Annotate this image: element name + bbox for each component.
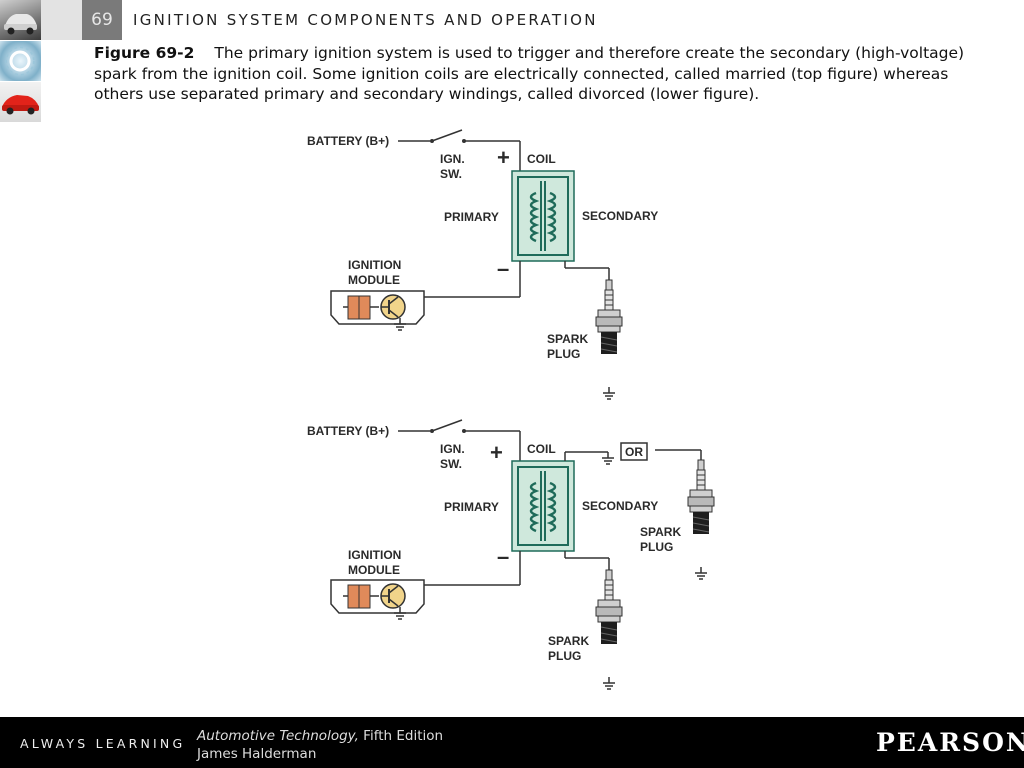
module-label: IGNITION — [348, 548, 401, 562]
book-title: Automotive Technology, Fifth Edition — [197, 728, 443, 744]
book-title-text: Automotive Technology, — [197, 728, 359, 744]
author: James Halderman — [197, 746, 317, 762]
spark-plug-label: PLUG — [548, 649, 581, 663]
car-thumbnail-icon — [0, 0, 41, 40]
primary-label: PRIMARY — [444, 500, 499, 514]
minus-sign: – — [497, 544, 509, 569]
module-label: MODULE — [348, 563, 400, 577]
battery-label: BATTERY (B+) — [307, 134, 389, 148]
publisher-logo: PEARSON — [876, 728, 1024, 757]
coil-label: COIL — [527, 442, 556, 456]
module-label: MODULE — [348, 273, 400, 287]
ign-sw-label: IGN. — [440, 442, 465, 456]
secondary-label: SECONDARY — [582, 209, 658, 223]
spark-plug-label: SPARK — [640, 525, 681, 539]
ign-sw-label: IGN. — [440, 152, 465, 166]
ign-sw-label: SW. — [440, 457, 462, 471]
ignition-diagrams: BATTERY (B+) IGN. SW. + COIL PRIMARY SEC… — [307, 129, 715, 690]
footer-slogan: ALWAYS LEARNING — [20, 736, 186, 751]
or-label: OR — [625, 445, 643, 459]
spark-plug-label: PLUG — [547, 347, 580, 361]
ign-sw-label: SW. — [440, 167, 462, 181]
battery-label: BATTERY (B+) — [307, 424, 389, 438]
plus-sign: + — [490, 440, 503, 465]
divorced-coil-diagram: BATTERY (B+) IGN. SW. + COIL PRIMARY SEC… — [307, 419, 715, 690]
or-box — [620, 442, 648, 461]
married-coil-diagram: BATTERY (B+) IGN. SW. + COIL PRIMARY SEC… — [307, 129, 658, 400]
secondary-label: SECONDARY — [582, 499, 658, 513]
coil-label: COIL — [527, 152, 556, 166]
switch-icon — [431, 129, 463, 142]
spark-plug-label: SPARK — [547, 332, 588, 346]
figure-label: Figure 69-2 — [94, 44, 195, 62]
switch-icon — [431, 419, 463, 432]
book-edition: Fifth Edition — [358, 728, 444, 744]
caption-text: The primary ignition system is used to t… — [94, 44, 965, 103]
plus-sign: + — [497, 145, 510, 170]
spark-plug-label: SPARK — [548, 634, 589, 648]
header-thumbnails — [0, 0, 41, 122]
slide-title: IGNITION SYSTEM COMPONENTS AND OPERATION — [133, 11, 598, 29]
chapter-number: 69 — [82, 0, 122, 40]
module-label: IGNITION — [348, 258, 401, 272]
red-car-thumbnail-icon — [0, 82, 41, 122]
gears-thumbnail-icon — [0, 41, 41, 81]
header-strip — [41, 0, 82, 40]
footer: ALWAYS LEARNING Automotive Technology, F… — [0, 717, 1024, 768]
spark-plug-label: PLUG — [640, 540, 673, 554]
primary-label: PRIMARY — [444, 210, 499, 224]
minus-sign: – — [497, 256, 509, 281]
